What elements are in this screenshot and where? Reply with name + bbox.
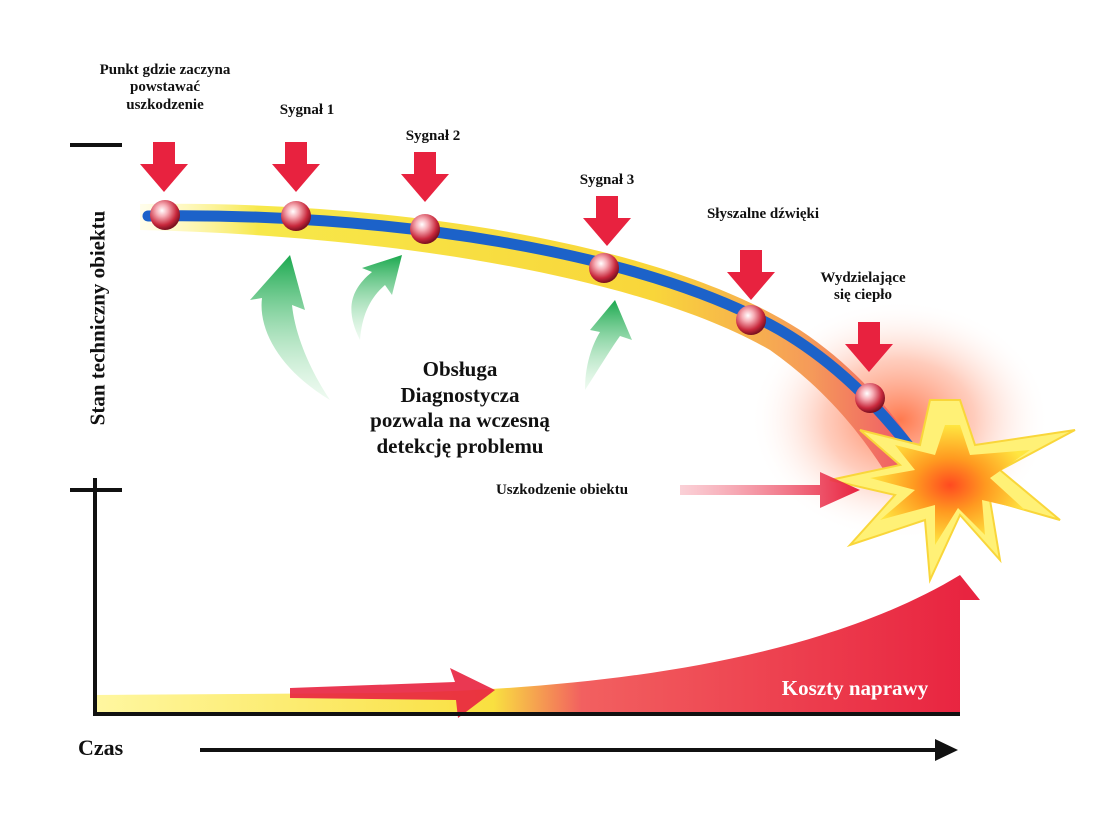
y-axis-label: Stan techniczny obiektu [85, 210, 110, 426]
green-arrow-3 [585, 300, 632, 390]
failure-burst-core [870, 425, 1030, 545]
x-axis-label: Czas [78, 735, 124, 760]
point-signal-1 [281, 201, 311, 231]
label-damage-start: Punkt gdzie zaczyna powstawać uszkodzeni… [99, 62, 231, 113]
signal-arrow-1 [272, 142, 320, 192]
point-heat [855, 383, 885, 413]
point-signal-2 [410, 214, 440, 244]
label-audible: Słyszalne dźwięki [706, 206, 820, 222]
signal-arrow-heat [845, 322, 893, 372]
failure-arrow [680, 472, 860, 508]
signal-points [150, 200, 885, 413]
cost-label: Koszty naprawy [781, 676, 929, 700]
label-diagnostic-maintenance: Obsługa Diagnostycza pozwala na wczesną … [370, 357, 550, 458]
maintenance-arrows [250, 255, 632, 400]
signal-arrow-audible [727, 250, 775, 300]
green-arrow-1 [250, 255, 330, 400]
cost-arrow [290, 668, 495, 718]
label-failure: Uszkodzenie obiektu [495, 482, 629, 498]
point-signal-3 [589, 253, 619, 283]
point-start [150, 200, 180, 230]
point-audible [736, 305, 766, 335]
signal-arrows [140, 142, 893, 372]
signal-arrow-start [140, 142, 188, 192]
label-signal-3: Sygnał 3 [579, 172, 635, 188]
condition-band [140, 203, 930, 480]
label-signal-1: Sygnał 1 [279, 102, 335, 118]
green-arrow-2 [351, 255, 402, 340]
label-heat: Wydzielające się ciepło [820, 270, 906, 304]
signal-arrow-3 [583, 196, 631, 246]
time-arrow [200, 739, 958, 761]
signal-arrow-2 [401, 152, 449, 202]
label-signal-2: Sygnał 2 [405, 128, 461, 144]
cost-area [95, 575, 980, 714]
